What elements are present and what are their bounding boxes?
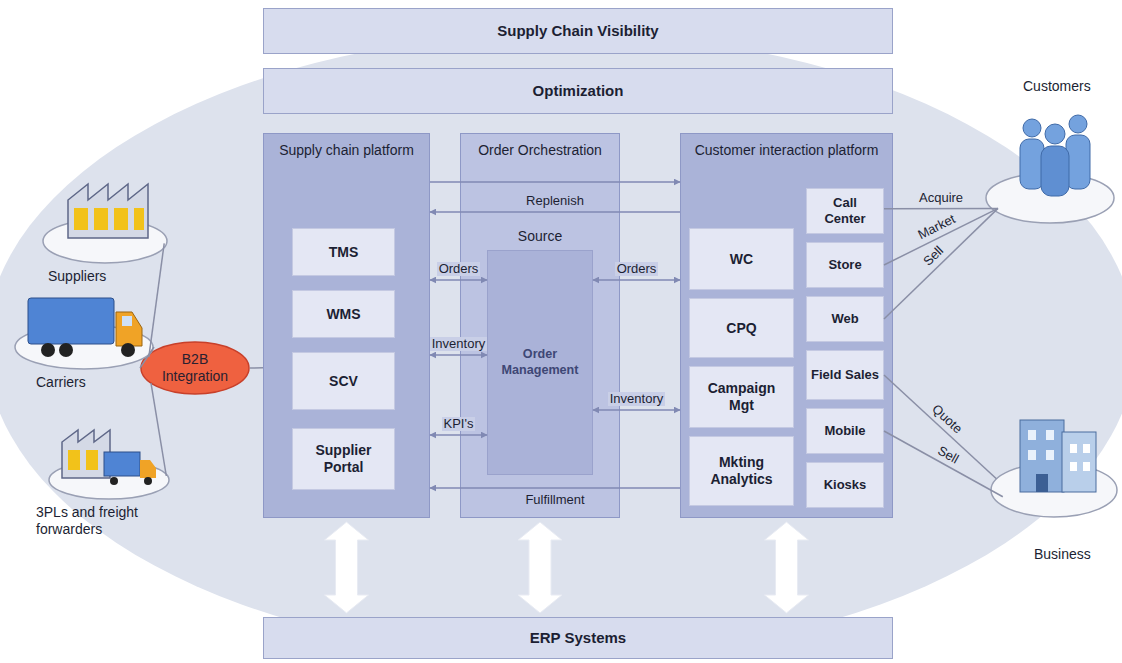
channel-box: Web <box>806 296 884 342</box>
channel-box: Kiosks <box>806 462 884 508</box>
party-platform: Customers <box>985 172 1115 224</box>
party-label: Customers <box>1023 78 1122 95</box>
node-label: ERP Systems <box>530 629 626 647</box>
party-label: Business <box>1034 546 1122 563</box>
band: Optimization <box>263 68 893 114</box>
process-box: Order Management <box>487 250 593 475</box>
system-box: WMS <box>292 290 395 338</box>
integration-ellipse: B2B Integration <box>140 341 250 395</box>
node-label: Order Management <box>488 347 592 377</box>
fat-double-arrow <box>325 522 369 613</box>
column-heading: Supply chain platform <box>271 142 422 159</box>
node-label: TMS <box>329 244 359 261</box>
system-box: Mkting Analytics <box>689 436 794 506</box>
channel-box: Store <box>806 242 884 288</box>
system-box: CPQ <box>689 298 794 358</box>
platform-ellipse <box>990 462 1118 518</box>
node-label: Supplier Portal <box>297 442 390 476</box>
node-label: Field Sales <box>811 367 879 383</box>
edge-label: Market <box>914 211 960 244</box>
node-label: Store <box>828 257 861 273</box>
edge-label: Replenish <box>524 194 586 209</box>
platform-ellipse <box>48 460 170 500</box>
party-label: Carriers <box>36 374 156 391</box>
platform-ellipse <box>14 324 154 370</box>
node-label: Mobile <box>824 423 865 439</box>
system-box: SCV <box>292 352 395 410</box>
edge-label: Inventory <box>430 337 487 352</box>
fat-double-arrow <box>518 522 562 613</box>
edge-label: Orders <box>615 262 659 277</box>
edge-label: Quote <box>927 401 966 439</box>
connector-line <box>250 367 263 369</box>
section-label: Source <box>487 228 593 244</box>
node-label: Web <box>831 311 858 327</box>
platform-column: Supply chain platformTMS WMS SCV Supplier P… <box>263 133 430 518</box>
ground-ellipse <box>0 33 1122 657</box>
system-box: Campaign Mgt <box>689 366 794 428</box>
edge-label: Inventory <box>608 392 665 407</box>
fat-double-arrow <box>765 522 809 613</box>
node-label: Call Center <box>811 195 879 226</box>
system-box: TMS <box>292 228 395 276</box>
party-platform: 3PLs and freight forwarders <box>48 460 170 500</box>
node-label: Mkting Analytics <box>694 454 789 488</box>
system-box: WC <box>689 228 794 290</box>
node-label: Kiosks <box>824 477 867 493</box>
node-label: Optimization <box>533 82 624 100</box>
edge-label: Fulfillment <box>523 493 586 508</box>
node-label: Supply Chain Visibility <box>497 22 658 40</box>
channel-box: Call Center <box>806 188 884 234</box>
party-label: Suppliers <box>48 268 168 285</box>
channel-box: Mobile <box>806 408 884 454</box>
channel-box: Field Sales <box>806 350 884 400</box>
connector-line <box>149 243 164 357</box>
party-label: 3PLs and freight forwarders <box>36 504 176 538</box>
platform-column: Customer interaction platformWC CPQ Campai… <box>680 133 893 518</box>
node-label: Campaign Mgt <box>694 380 789 414</box>
edge-label: Sell <box>933 442 963 468</box>
connector-line <box>884 208 998 210</box>
platform-ellipse <box>42 218 168 264</box>
edge-label: Orders <box>437 262 481 277</box>
node-label: SCV <box>329 373 358 390</box>
platform-ellipse <box>985 172 1115 224</box>
connector-line <box>884 375 996 479</box>
system-box: Supplier Portal <box>292 428 395 490</box>
band: Supply Chain Visibility <box>263 8 893 54</box>
node-label: WC <box>730 251 753 268</box>
connector-line <box>884 431 1003 497</box>
band: ERP Systems <box>263 617 893 659</box>
node-label: B2B Integration <box>148 351 242 385</box>
node-label: CPQ <box>726 320 756 337</box>
edge-label: Acquire <box>917 191 965 206</box>
party-platform: Suppliers <box>42 218 168 264</box>
connector-line <box>884 208 998 319</box>
node-label: WMS <box>326 306 360 323</box>
party-platform: Business <box>990 462 1118 518</box>
platform-column: Order OrchestrationOrder Management <box>460 133 620 518</box>
edge-label: Sell <box>920 242 949 271</box>
party-platform: Carriers <box>14 324 154 370</box>
edge-label: KPI's <box>442 417 476 432</box>
column-heading: Customer interaction platform <box>688 142 885 159</box>
connector-line <box>151 383 166 476</box>
column-heading: Order Orchestration <box>468 142 612 159</box>
